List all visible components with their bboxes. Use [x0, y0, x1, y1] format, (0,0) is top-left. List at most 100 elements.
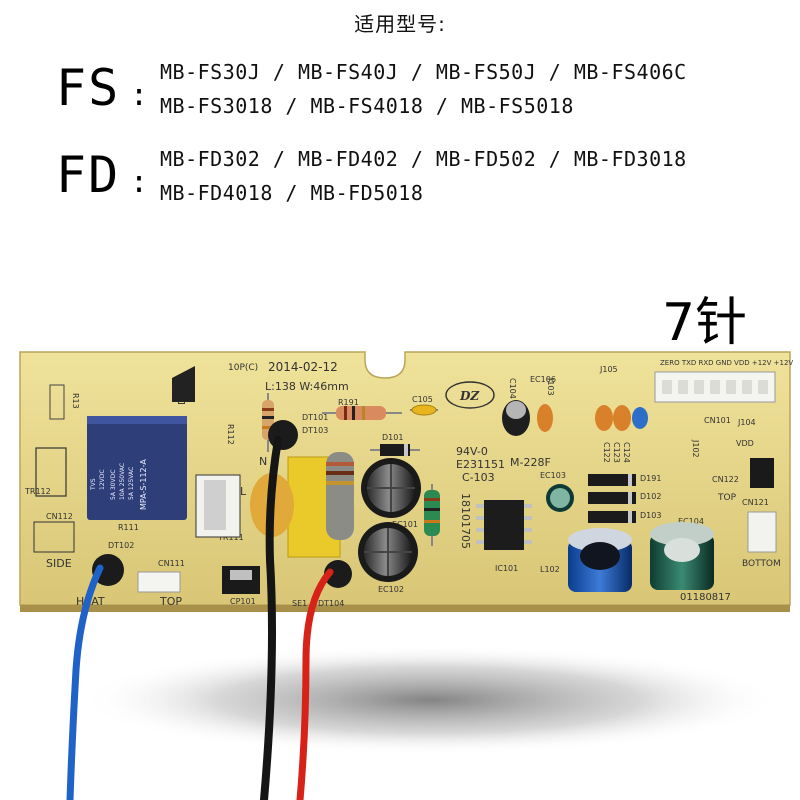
board-shadow: [80, 645, 780, 755]
silk-serial-bottom: 01180817: [680, 592, 731, 603]
ec104-capacitor: [650, 522, 714, 590]
svg-text:10A 250VAC: 10A 250VAC: [119, 463, 126, 500]
svg-text:5A 125VAC: 5A 125VAC: [128, 467, 135, 500]
models-title: 适用型号:: [354, 12, 446, 36]
wire-red: [296, 568, 334, 800]
dz-logo: DZ: [445, 381, 495, 409]
ec101-capacitor: [361, 458, 421, 518]
series-fs-label: FS: [56, 59, 121, 117]
d101-diode: [370, 444, 420, 456]
silk-ec103: EC103: [540, 471, 566, 480]
pcb-photo: 10P(C) 2014-02-12 L:138 W:46mm 94V-0 E23…: [19, 351, 793, 800]
silk-ec106: EC106: [530, 375, 556, 384]
silk-c103: C-103: [462, 471, 495, 484]
ec103-capacitor: [546, 484, 574, 512]
silk-dt101: DT101: [302, 413, 328, 422]
svg-text:TVS: TVS: [90, 478, 97, 491]
series-fs-line-1: MB-FS30J / MB-FS40J / MB-FS50J / MB-FS40…: [160, 60, 687, 84]
cp101-blade: [230, 570, 252, 580]
wire-black: [260, 436, 282, 800]
silk-cp101: CP101: [230, 597, 256, 606]
series-fd-line-2: MB-FD4018 / MB-FD5018: [160, 181, 424, 205]
c105-capacitor: [410, 404, 438, 416]
dt101-terminal: [268, 420, 298, 450]
silk-dt104: DT104: [318, 599, 344, 608]
silk-n-marker: N: [259, 455, 267, 468]
silk-cn122: CN122: [712, 475, 739, 484]
silk-version: 10P(C): [228, 363, 258, 373]
silk-ec104: EC104: [678, 517, 704, 526]
svg-text:MPA-S-112-A: MPA-S-112-A: [139, 459, 148, 510]
silkscreen: 10P(C) 2014-02-12 L:138 W:46mm 94V-0 E23…: [24, 359, 793, 608]
silk-pin-header-labels: ZERO TXD RXD GND VDD +12V +12V: [660, 359, 793, 367]
silk-se1: SE1: [292, 599, 307, 608]
silk-ec101: EC101: [392, 520, 418, 529]
green-resistor: [424, 484, 440, 546]
r13-outline: [49, 384, 65, 420]
silk-r111: R111: [118, 523, 139, 532]
cn111-connector: [137, 571, 181, 593]
silk-ic101: IC101: [495, 564, 518, 573]
series-fd-colon: :: [130, 165, 149, 200]
svg-text:DZ: DZ: [459, 389, 480, 403]
silk-j103: J103: [546, 377, 555, 396]
c122-capacitor: [595, 405, 613, 431]
c124-capacitor: [632, 407, 648, 429]
silk-dt102: DT102: [108, 541, 134, 550]
silk-cn101: CN101: [704, 416, 731, 425]
silk-r191: R191: [338, 398, 359, 407]
silk-j102: J102: [691, 439, 700, 458]
series-fd-line-1: MB-FD302 / MB-FD402 / MB-FD502 / MB-FD30…: [160, 147, 687, 171]
silk-vdd: VDD: [736, 439, 754, 448]
diode-group: [588, 474, 636, 523]
silk-j105: J105: [599, 365, 618, 374]
silk-d191: D191: [640, 474, 661, 483]
silk-r13: R13: [71, 393, 80, 409]
silk-side: SIDE: [46, 557, 72, 570]
silk-m228f: M-228F: [510, 456, 551, 469]
silk-d103: D103: [640, 511, 661, 520]
ic101-chip: [476, 500, 532, 550]
silk-cn111: CN111: [158, 559, 185, 568]
dip-arrow: [172, 366, 195, 402]
dt104-terminal: [324, 560, 352, 588]
silk-ec102: EC102: [378, 585, 404, 594]
silk-d102: D102: [640, 492, 661, 501]
series-fd-label: FD: [56, 146, 121, 204]
series-fs-colon: :: [130, 78, 149, 113]
relay: TVS 12VDC 5A 30VDC 10A 250VAC 5A 125VAC …: [87, 416, 187, 520]
series-fs-line-2: MB-FS3018 / MB-FS4018 / MB-FS5018: [160, 94, 574, 118]
silk-date: 2014-02-12: [268, 360, 338, 374]
silk-j104: J104: [737, 418, 756, 427]
silk-c105: C105: [412, 395, 433, 404]
silk-c122: C122: [602, 442, 611, 463]
silk-cert: E231151: [456, 458, 505, 471]
pin-count-label: 7针: [662, 293, 748, 353]
r191-resistor: [322, 406, 402, 420]
cn122-connector: [750, 458, 774, 488]
ec102-capacitor: [358, 522, 418, 582]
svg-text:12VDC: 12VDC: [99, 469, 106, 490]
l102-inductor: [568, 528, 632, 592]
svg-text:5A 30VDC: 5A 30VDC: [110, 470, 117, 500]
orange-cap-1: [537, 404, 553, 432]
silk-top-left: TOP: [159, 595, 182, 608]
cn101-header: [654, 371, 776, 403]
silk-l102: L102: [540, 565, 560, 574]
ec106-capacitor: [502, 400, 530, 436]
silk-r112: R112: [226, 424, 235, 445]
silk-size: L:138 W:46mm: [265, 380, 349, 393]
silk-l-marker: L: [240, 485, 247, 498]
silk-d101: D101: [382, 433, 403, 442]
dt102-terminal: [92, 554, 124, 586]
tr111-blade: [204, 480, 226, 530]
c123-capacitor: [613, 405, 631, 431]
cn121-connector: [747, 511, 777, 553]
cn112-outline: [33, 521, 75, 553]
power-resistor: [326, 452, 354, 540]
silk-c104: C104: [508, 378, 517, 399]
wire-blue: [66, 564, 104, 800]
silk-cn112: CN112: [46, 512, 73, 521]
silk-serial-vertical: 18101705: [459, 493, 472, 549]
silk-top-right: TOP: [717, 493, 737, 503]
